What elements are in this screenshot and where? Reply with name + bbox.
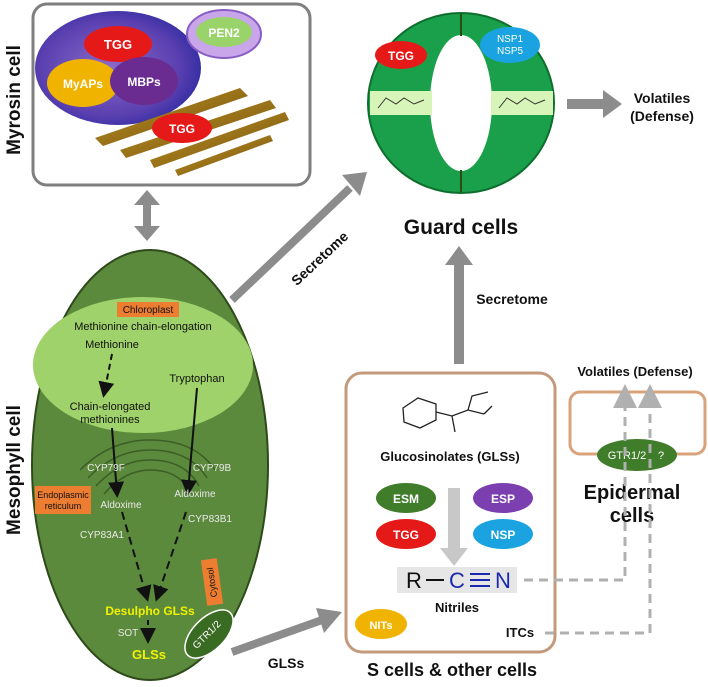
mbps-badge bbox=[110, 57, 178, 105]
nitrile-to-volatiles-dashed-arrow bbox=[524, 384, 637, 582]
methionine-to-chain-arrow bbox=[98, 353, 115, 398]
nits-label: NITs bbox=[369, 620, 392, 632]
er-tgg-label: TGG bbox=[169, 122, 195, 136]
nsp-badge bbox=[473, 519, 533, 549]
myrosin-cell-label: Myrosin cell bbox=[4, 45, 25, 155]
methionines-label: methionines bbox=[80, 414, 140, 426]
myrosin-tgg-badge bbox=[84, 26, 152, 62]
myrosin-cell-box: PEN2 TGG MyAPs MBPs TGG bbox=[31, 2, 312, 187]
nsp-label: NSP bbox=[491, 528, 516, 542]
chain-to-aldoxime-arrow bbox=[108, 427, 125, 498]
nitrile-formula-box bbox=[397, 567, 517, 593]
chloroplast-tag bbox=[117, 302, 179, 317]
esp-badge bbox=[473, 483, 533, 513]
nitriles-label: Nitriles bbox=[435, 600, 479, 615]
epidermal-cells: Volatiles (Defense) GTR1/2 ? Epidermal c… bbox=[568, 364, 707, 527]
guard-cells: TGG NSP1 NSP5 bbox=[367, 12, 555, 194]
pen2-badge bbox=[196, 17, 252, 47]
aldoxime-left-label: Aldoxime bbox=[100, 500, 142, 511]
guard-cells-title: Guard cells bbox=[404, 216, 518, 239]
epidermal-volatiles-label: Volatiles (Defense) bbox=[577, 364, 692, 379]
glss-transport-arrow bbox=[230, 608, 342, 656]
mbps-label: MBPs bbox=[127, 75, 161, 89]
guard-volatiles-label: Volatiles bbox=[634, 90, 691, 106]
methionine-label: Methionine bbox=[85, 339, 139, 351]
sot-label: SOT bbox=[118, 628, 139, 639]
mesophyll-cell: Chloroplast Methionine chain-elongation … bbox=[31, 249, 269, 681]
tryptophan-to-aldoxime-arrow bbox=[181, 387, 198, 496]
guard-nsp5-label: NSP5 bbox=[497, 46, 524, 57]
guard-tgg-label: TGG bbox=[388, 49, 414, 63]
esm-label: ESM bbox=[393, 492, 419, 506]
aldoxime-right-label: Aldoxime bbox=[174, 489, 216, 500]
secretome-vertical-arrow bbox=[445, 246, 473, 364]
er-swirl bbox=[79, 439, 216, 495]
itcs-to-volatiles-dashed-arrow bbox=[545, 384, 662, 635]
s-cells-box: Glucosinolates (GLSs) ESM ESP TGG NSP R … bbox=[344, 371, 557, 654]
glucosinolate-to-nitrile-arrow bbox=[440, 488, 468, 566]
chloroplast-label: Chloroplast bbox=[123, 305, 174, 316]
dashed-transport-arrows bbox=[524, 384, 662, 635]
right-aldoxime-to-desulpho-arrow bbox=[153, 511, 187, 602]
guard-nsp1-label: NSP1 bbox=[497, 34, 524, 45]
left-aldoxime-to-desulpho-arrow bbox=[121, 511, 152, 602]
guard-nsp-badge bbox=[480, 27, 540, 63]
mesophyll-cell-label: Mesophyll cell bbox=[4, 405, 25, 535]
er-label-2: reticulum bbox=[45, 501, 82, 511]
nitrile-r: R bbox=[406, 568, 422, 593]
epidermal-gtr-label: GTR1/2 bbox=[608, 450, 647, 462]
s-cells-title: S cells & other cells bbox=[367, 660, 537, 680]
guard-glucosinolate-left bbox=[370, 91, 432, 115]
mesophyll-glss-label: GLSs bbox=[132, 647, 166, 662]
pen2-label: PEN2 bbox=[208, 26, 240, 40]
cyp83b1-label: CYP83B1 bbox=[188, 514, 232, 525]
myaps-label: MyAPs bbox=[63, 77, 103, 91]
s-tgg-label: TGG bbox=[393, 528, 419, 542]
itcs-label: ITCs bbox=[506, 625, 534, 640]
guard-tgg-badge bbox=[375, 41, 427, 69]
cytosol-tag bbox=[200, 558, 224, 606]
secretome-vertical-label: Secretome bbox=[476, 291, 548, 307]
myaps-badge bbox=[47, 59, 119, 107]
nits-badge bbox=[355, 609, 407, 639]
esm-badge bbox=[376, 483, 436, 513]
glucosinolate-structure bbox=[402, 391, 493, 433]
guard-volatiles-arrow bbox=[567, 90, 622, 118]
desulpho-glss-label: Desulpho GLSs bbox=[105, 604, 195, 618]
tryptophan-label: Tryptophan bbox=[169, 373, 224, 385]
er-label-1: Endoplasmic bbox=[37, 490, 89, 500]
er-tgg-badge bbox=[152, 113, 212, 143]
mesophyll-gtr-badge bbox=[184, 609, 234, 659]
methionine-chain-elongation-label: Methionine chain-elongation bbox=[74, 321, 212, 333]
cyp83a1-label: CYP83A1 bbox=[80, 530, 124, 541]
esp-label: ESP bbox=[491, 492, 515, 506]
chloroplast bbox=[33, 297, 253, 433]
er-tag bbox=[35, 486, 91, 514]
glucosinolates-label: Glucosinolates (GLSs) bbox=[380, 449, 519, 464]
myrosin-tgg-label: TGG bbox=[104, 37, 132, 52]
stomatal-pore bbox=[430, 35, 492, 171]
epidermal-title-1: Epidermal bbox=[584, 482, 681, 504]
glss-arrow-label: GLSs bbox=[268, 655, 305, 671]
guard-defense-label: (Defense) bbox=[630, 108, 694, 124]
cyp79b-label: CYP79B bbox=[193, 463, 232, 474]
nitrile-c: C bbox=[449, 568, 465, 593]
chain-elongated-label: Chain-elongated bbox=[70, 401, 151, 413]
s-tgg-badge bbox=[376, 519, 436, 549]
cytosol-label: Cytosol bbox=[205, 567, 219, 598]
nitrile-n: N bbox=[495, 568, 511, 593]
guard-glucosinolate-right bbox=[491, 91, 553, 115]
myrosin-mesophyll-double-arrow bbox=[134, 190, 160, 241]
epidermal-gtr-badge bbox=[597, 439, 677, 471]
epidermal-title-2: cells bbox=[610, 505, 654, 527]
epidermal-question-mark: ? bbox=[658, 450, 664, 462]
secretome-diagonal-arrow bbox=[229, 172, 367, 303]
cyp79f-label: CYP79F bbox=[87, 463, 125, 474]
